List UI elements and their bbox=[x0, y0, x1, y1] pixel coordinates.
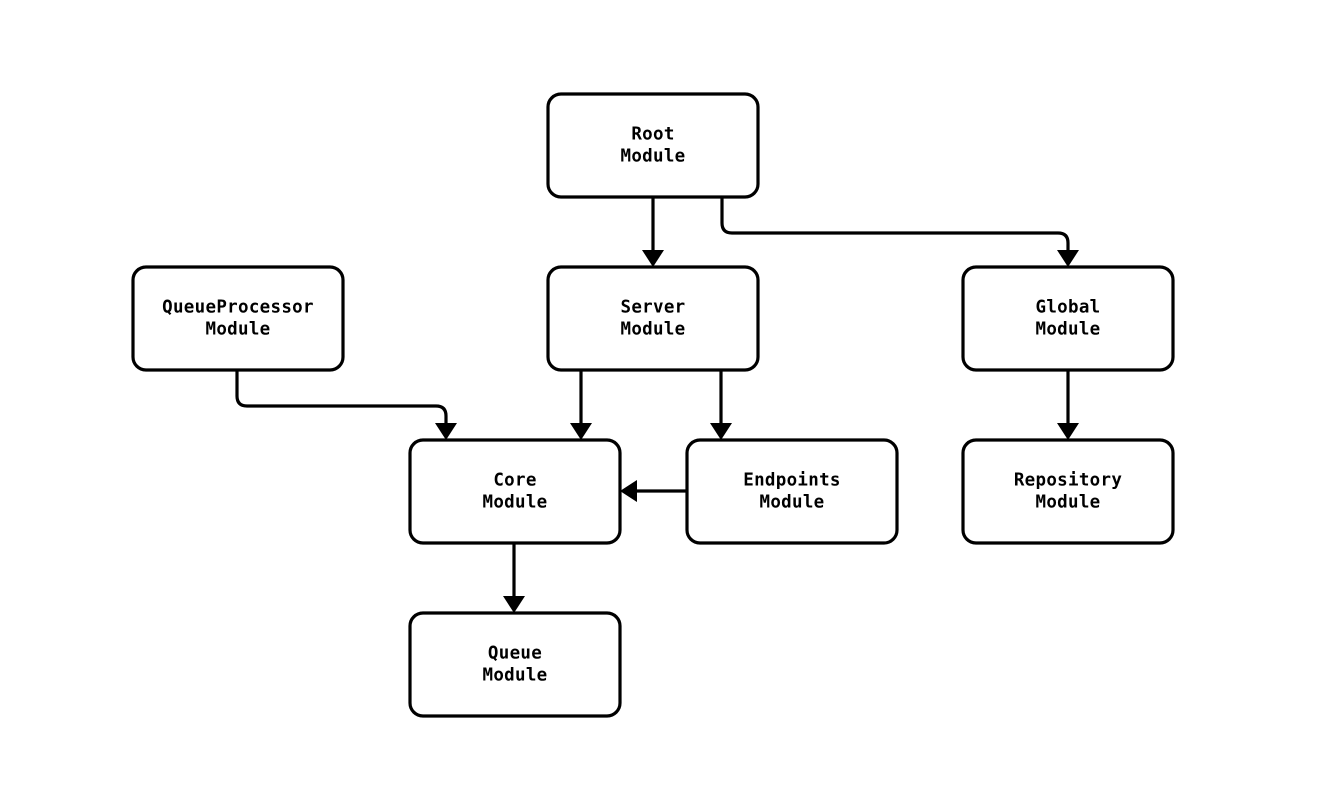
node-label-line1: Root bbox=[631, 125, 674, 145]
node-label-line1: Repository bbox=[1014, 471, 1123, 491]
edge-server-core bbox=[570, 370, 592, 440]
arrowhead-icon bbox=[710, 423, 732, 440]
node-label-line2: Module bbox=[205, 320, 270, 340]
node-label-line2: Module bbox=[759, 493, 824, 513]
node-box[interactable] bbox=[546, 92, 760, 199]
edges-layer bbox=[235, 197, 1079, 613]
arrowhead-icon bbox=[1057, 250, 1079, 267]
node-label-line2: Module bbox=[1035, 493, 1100, 513]
node-label-line2: Module bbox=[620, 147, 685, 167]
node-label-line1: Server bbox=[620, 298, 685, 318]
node-box[interactable] bbox=[961, 438, 1175, 545]
arrowhead-icon bbox=[570, 423, 592, 440]
node-label-line2: Module bbox=[482, 493, 547, 513]
edge-line bbox=[235, 370, 448, 423]
edge-endpoints-core bbox=[620, 480, 687, 502]
edge-root-global bbox=[720, 197, 1079, 267]
node-box[interactable] bbox=[131, 265, 345, 372]
arrowhead-icon bbox=[620, 480, 637, 502]
edge-root-server bbox=[642, 197, 664, 267]
edge-global-repository bbox=[1057, 370, 1079, 440]
node-label-line1: Core bbox=[493, 471, 536, 491]
node-label-line2: Module bbox=[620, 320, 685, 340]
node-label-line1: Queue bbox=[488, 644, 542, 664]
nodes-layer: RootModuleQueueProcessorModuleServerModu… bbox=[131, 92, 1175, 718]
node-box[interactable] bbox=[961, 265, 1175, 372]
arrowhead-icon bbox=[503, 596, 525, 613]
node-label-line1: Global bbox=[1035, 298, 1100, 318]
node-box[interactable] bbox=[546, 265, 760, 372]
arrowhead-icon bbox=[435, 423, 457, 440]
node-box[interactable] bbox=[408, 438, 622, 545]
node-label-line2: Module bbox=[1035, 320, 1100, 340]
node-label-line2: Module bbox=[482, 666, 547, 686]
node-label-line1: QueueProcessor bbox=[162, 298, 314, 318]
arrowhead-icon bbox=[642, 250, 664, 267]
arrowhead-icon bbox=[1057, 423, 1079, 440]
edge-server-endpoints bbox=[710, 370, 732, 440]
node-box[interactable] bbox=[408, 611, 622, 718]
node-label-line1: Endpoints bbox=[743, 471, 841, 491]
edge-line bbox=[720, 197, 1070, 250]
edge-queueprocessor-core bbox=[235, 370, 457, 440]
node-box[interactable] bbox=[685, 438, 899, 545]
edge-core-queue bbox=[503, 543, 525, 613]
